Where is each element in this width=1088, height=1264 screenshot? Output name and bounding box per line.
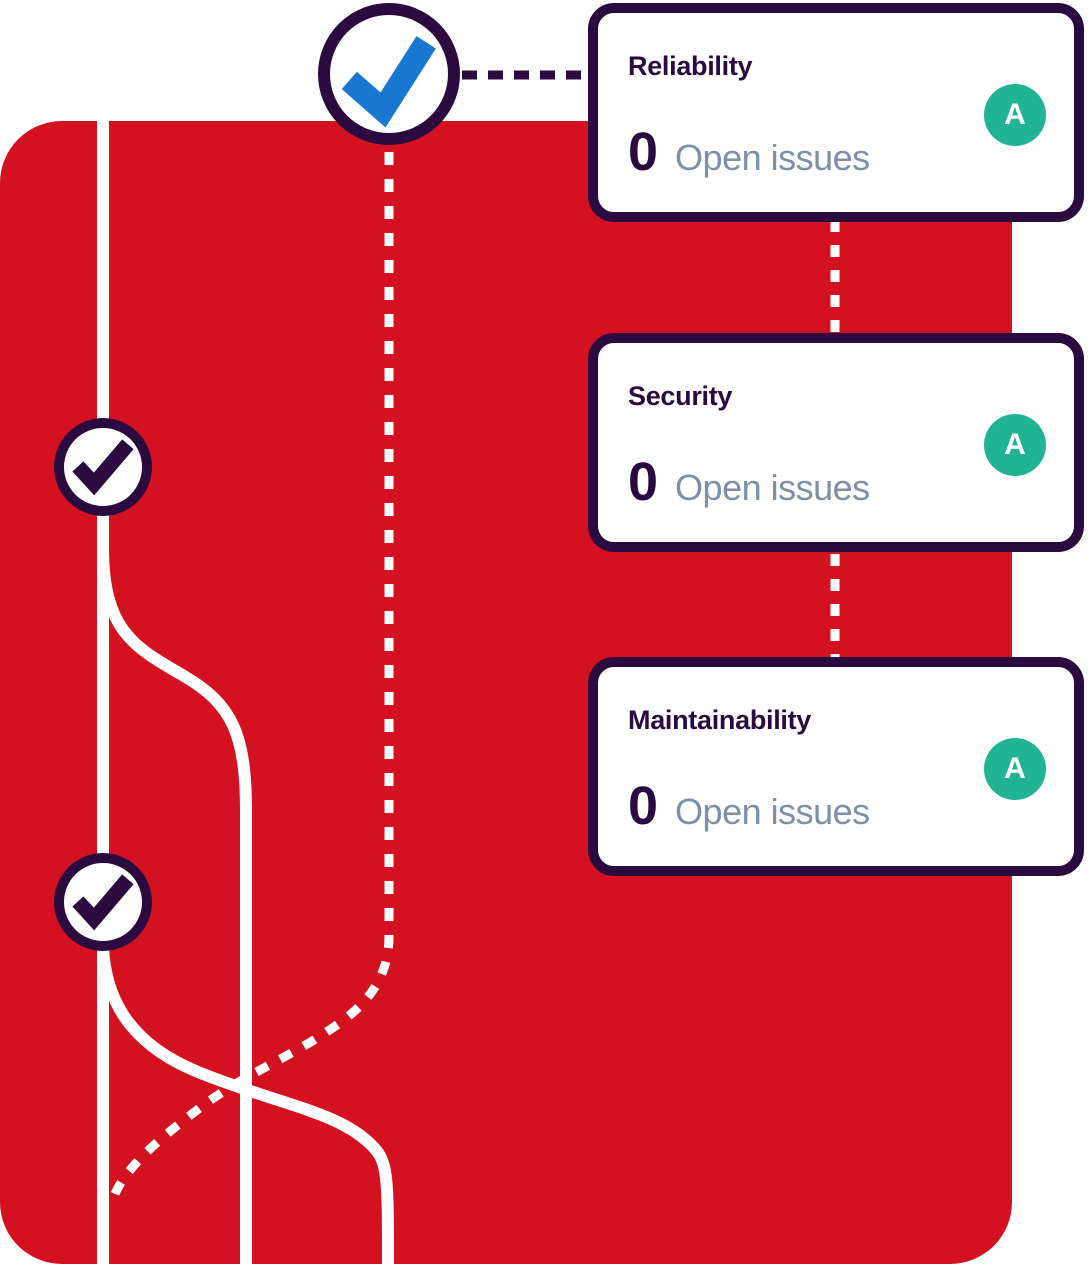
security-card: Security 0 Open issues A	[588, 333, 1084, 552]
reliability-card: Reliability 0 Open issues A	[588, 3, 1084, 222]
card-metric-row: 0 Open issues	[628, 455, 870, 509]
grade-letter: A	[1004, 752, 1026, 785]
maintainability-card: Maintainability 0 Open issues A	[588, 657, 1084, 876]
card-title: Maintainability	[628, 705, 812, 735]
open-issues-count: 0	[628, 452, 659, 512]
commit-check-circle-2	[54, 853, 152, 951]
feature-branch-line-1	[97, 547, 252, 1264]
grade-letter: A	[1004, 98, 1026, 131]
merge-check-circle	[318, 3, 460, 145]
card-metric-row: 0 Open issues	[628, 125, 870, 179]
grade-letter: A	[1004, 428, 1026, 461]
open-issues-count: 0	[628, 776, 659, 836]
commit-check-circle-1	[54, 418, 152, 516]
grade-badge: A	[984, 84, 1046, 146]
feature-branch-line-2	[97, 947, 394, 1264]
open-issues-label: Open issues	[675, 137, 870, 178]
open-issues-count: 0	[628, 122, 659, 182]
card-metric-row: 0 Open issues	[628, 779, 870, 833]
grade-badge: A	[984, 414, 1046, 476]
blue-check-icon	[341, 36, 436, 128]
card-title: Security	[628, 381, 733, 411]
check-icon-2	[72, 874, 134, 931]
card-title: Reliability	[628, 51, 753, 81]
open-issues-label: Open issues	[675, 791, 870, 832]
check-icon-1	[72, 439, 134, 496]
open-issues-label: Open issues	[675, 467, 870, 508]
grade-badge: A	[984, 738, 1046, 800]
